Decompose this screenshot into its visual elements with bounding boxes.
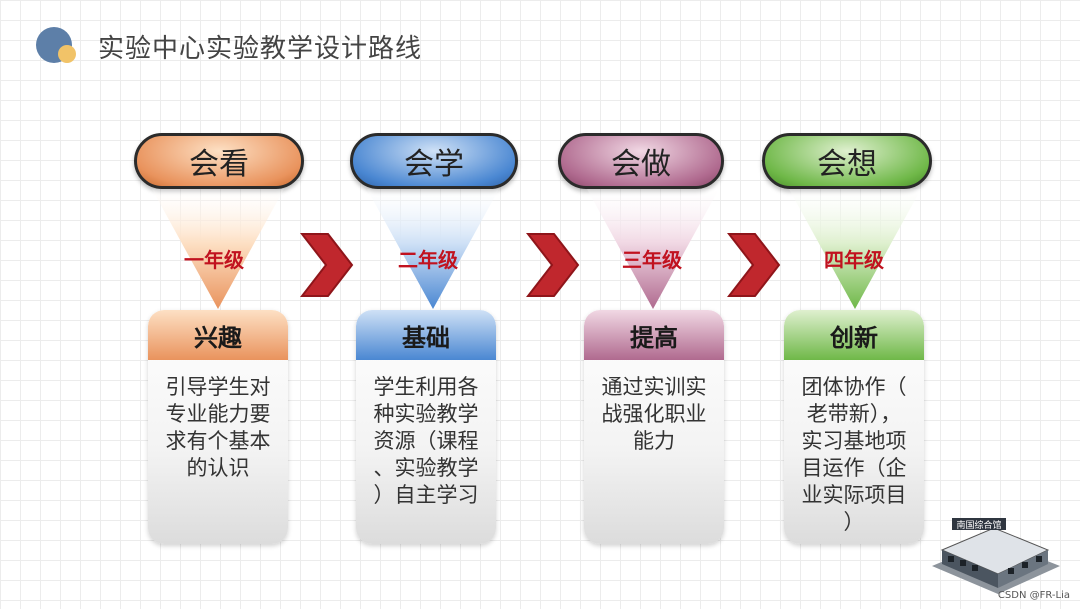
chevron-right-icon bbox=[300, 233, 354, 297]
cone-3 bbox=[587, 189, 719, 309]
grade-4: 四年级 bbox=[824, 248, 884, 272]
card-title-3: 提高 bbox=[584, 310, 724, 360]
title-dot-yellow bbox=[58, 45, 76, 63]
card-text-1: 引导学生对 专业能力要 求有个基本 的认识 bbox=[165, 375, 271, 480]
cone-4 bbox=[789, 189, 921, 309]
pill-hui-xue: 会学 bbox=[350, 133, 518, 189]
chevron-right-icon bbox=[727, 233, 781, 297]
cone-1 bbox=[152, 189, 284, 309]
pill-hui-zuo: 会做 bbox=[558, 133, 724, 189]
grade-1: 一年级 bbox=[184, 248, 244, 272]
card-text-3: 通过实训实 战强化职业 能力 bbox=[601, 375, 707, 453]
pill-hui-kan: 会看 bbox=[134, 133, 304, 189]
building-sign: 南国综合馆 bbox=[956, 519, 1001, 531]
card-title-2: 基础 bbox=[356, 310, 496, 360]
watermark: CSDN @FR-Lia bbox=[997, 590, 1070, 601]
card-text-2: 学生利用各 种实验教学 资源（课程 、实验教学 ）自主学习 bbox=[373, 375, 479, 507]
card-4: 创新 团体协作（ 老带新）， 实习基地项 目运作（企 业实际项目 ） bbox=[784, 310, 924, 544]
cone-2 bbox=[367, 189, 499, 309]
page-title: 实验中心实验教学设计路线 bbox=[98, 34, 423, 64]
grade-2: 二年级 bbox=[398, 248, 458, 272]
card-title-4: 创新 bbox=[784, 310, 924, 360]
grade-3: 三年级 bbox=[622, 248, 682, 272]
card-2: 基础 学生利用各 种实验教学 资源（课程 、实验教学 ）自主学习 bbox=[356, 310, 496, 544]
card-3: 提高 通过实训实 战强化职业 能力 bbox=[584, 310, 724, 544]
pill-hui-xiang: 会想 bbox=[762, 133, 932, 189]
title-dots-icon bbox=[36, 27, 78, 69]
card-1: 兴趣 引导学生对 专业能力要 求有个基本 的认识 bbox=[148, 310, 288, 544]
building-illustration: 南国综合馆 bbox=[932, 518, 1060, 594]
chevron-right-icon bbox=[526, 233, 580, 297]
card-text-4: 团体协作（ 老带新）， 实习基地项 目运作（企 业实际项目 ） bbox=[801, 375, 907, 534]
card-title-1: 兴趣 bbox=[148, 310, 288, 360]
